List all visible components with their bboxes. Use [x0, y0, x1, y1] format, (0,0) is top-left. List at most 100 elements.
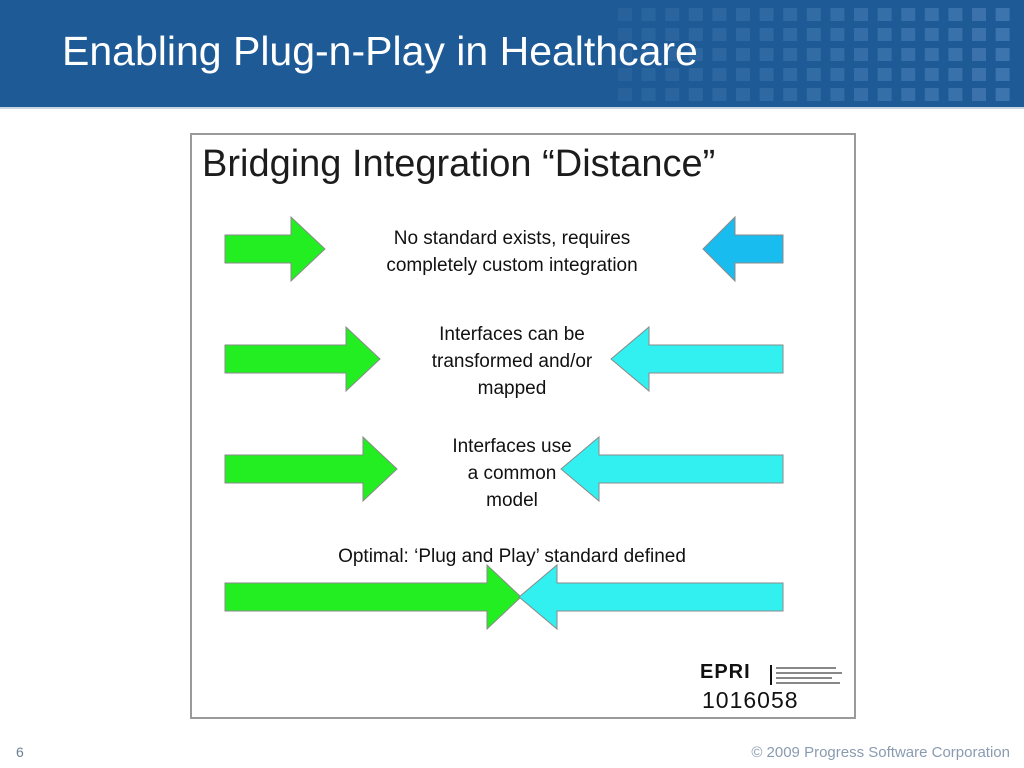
row-3-line-3: model [486, 490, 538, 511]
right-cyan-arrow-row-2 [610, 325, 784, 393]
row-2-description: Interfaces can be transformed and/or map… [387, 321, 637, 402]
header-square [924, 28, 939, 41]
copyright-footer: © 2009 Progress Software Corporation [751, 744, 1010, 761]
slide-title: Enabling Plug-n-Play in Healthcare [62, 28, 698, 74]
header-square [972, 68, 986, 81]
header-square [641, 48, 656, 61]
row-3-description: Interfaces use a common model [407, 433, 617, 514]
header-square [877, 88, 892, 101]
header-square [783, 48, 798, 61]
header-square [806, 88, 821, 101]
header-square-pattern [618, 8, 1010, 101]
header-square [854, 88, 868, 101]
logo-fine-print-image [770, 665, 842, 685]
header-square [618, 8, 632, 21]
header-square [972, 28, 986, 41]
header-square [854, 48, 868, 61]
header-square [688, 8, 703, 21]
header-square [854, 8, 868, 21]
header-square [759, 8, 774, 21]
header-square [972, 8, 986, 21]
row-4-description: Optimal: ‘Plug and Play’ standard define… [282, 543, 742, 570]
header-square [924, 68, 939, 81]
header-square [618, 28, 632, 41]
header-square [995, 88, 1010, 101]
left-green-arrow-row-4 [224, 563, 522, 631]
header-square [759, 28, 774, 41]
header-square [736, 28, 750, 41]
header-square [736, 48, 750, 61]
header-square [688, 48, 703, 61]
header-square [948, 68, 963, 81]
diagram-panel: Bridging Integration “Distance” No stand… [190, 133, 856, 719]
header-square [924, 48, 939, 61]
header-square [901, 8, 916, 21]
arrows-canvas [224, 215, 784, 631]
epri-logo: EPRI 1016058 [700, 661, 850, 713]
header-square [665, 8, 680, 21]
header-square [712, 28, 727, 41]
header-square [854, 68, 868, 81]
slide-header: Enabling Plug-n-Play in Healthcare [0, 0, 1024, 107]
header-square [783, 28, 798, 41]
left-green-arrow-row-3 [224, 435, 398, 503]
header-square [759, 48, 774, 61]
left-green-arrow-row-1 [224, 215, 326, 283]
header-square [924, 88, 939, 101]
header-square [972, 88, 986, 101]
header-square [736, 68, 750, 81]
header-square [995, 28, 1010, 41]
right-blue-arrow-row-1 [702, 215, 784, 283]
row-3-line-1: Interfaces use [452, 436, 572, 457]
header-square [901, 48, 916, 61]
row-1-line-2: completely custom integration [386, 255, 638, 276]
header-square [665, 48, 680, 61]
header-square [759, 88, 774, 101]
row-2-line-1: Interfaces can be [439, 324, 585, 345]
header-square [665, 68, 680, 81]
right-cyan-arrow-row-3 [560, 435, 784, 503]
header-square [618, 68, 632, 81]
header-square [783, 68, 798, 81]
header-square [759, 68, 774, 81]
header-square [948, 28, 963, 41]
header-square [736, 88, 750, 101]
header-square [806, 48, 821, 61]
header-square [618, 48, 632, 61]
header-square [665, 88, 680, 101]
row-3-line-2: a common [467, 463, 557, 484]
header-square [783, 88, 798, 101]
row-4-line-1: Optimal: ‘Plug and Play’ standard define… [338, 546, 686, 567]
epri-document-number: 1016058 [702, 687, 799, 713]
header-square [924, 8, 939, 21]
header-square [877, 28, 892, 41]
header-square [688, 68, 703, 81]
header-square [712, 8, 727, 21]
header-square [854, 28, 868, 41]
header-square [901, 88, 916, 101]
row-1-line-1: No standard exists, requires [393, 228, 631, 249]
header-square [877, 68, 892, 81]
header-square [995, 48, 1010, 61]
header-square [806, 68, 821, 81]
header-square [877, 8, 892, 21]
header-square [641, 68, 656, 81]
header-square [948, 88, 963, 101]
header-square [688, 88, 703, 101]
header-square [901, 28, 916, 41]
header-square [712, 48, 727, 61]
header-square [665, 28, 680, 41]
left-green-arrow-row-2 [224, 325, 381, 393]
header-square [806, 28, 821, 41]
diagram-title: Bridging Integration “Distance” [202, 143, 716, 185]
page-number: 6 [16, 744, 24, 760]
header-square [806, 8, 821, 21]
header-square [641, 8, 656, 21]
header-square [830, 8, 845, 21]
header-square [783, 8, 798, 21]
header-square [972, 48, 986, 61]
header-square [641, 28, 656, 41]
header-square [830, 88, 845, 101]
header-square [618, 88, 632, 101]
header-square [948, 48, 963, 61]
